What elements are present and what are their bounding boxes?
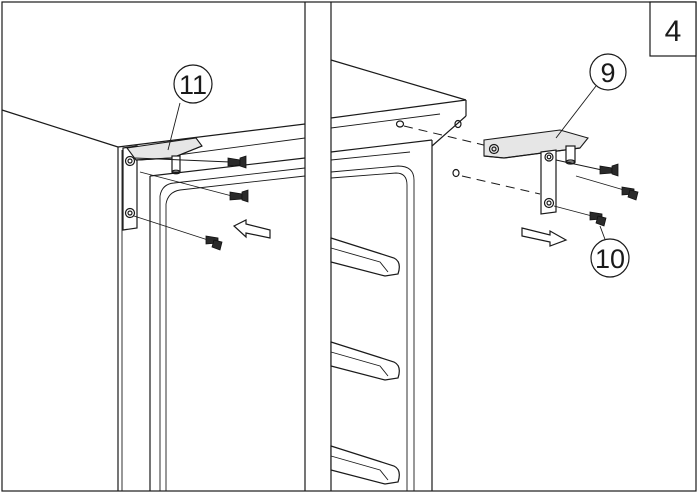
right-arrow [521,227,568,247]
right-dashed-guides [403,125,541,195]
left-screws [133,155,249,251]
callout-label-left-hinge: 11 [179,70,207,100]
right-panel-cabinet [330,59,467,491]
panel-divider [304,2,332,491]
callout-right-screws: 10 [590,225,630,278]
left-hinge [122,137,203,231]
step-number-box: 4 [649,1,697,57]
step-number: 4 [665,15,682,48]
left-panel-cabinet [1,109,306,491]
callout-left-hinge: 11 [167,64,213,151]
right-door-shelves [330,237,400,485]
callout-right-hinge: 9 [555,53,627,139]
callout-label-right-hinge: 9 [600,58,615,88]
right-hinge [483,129,589,215]
left-arrow [232,219,271,239]
callout-label-right-screws: 10 [595,244,625,274]
right-screws [553,159,639,227]
